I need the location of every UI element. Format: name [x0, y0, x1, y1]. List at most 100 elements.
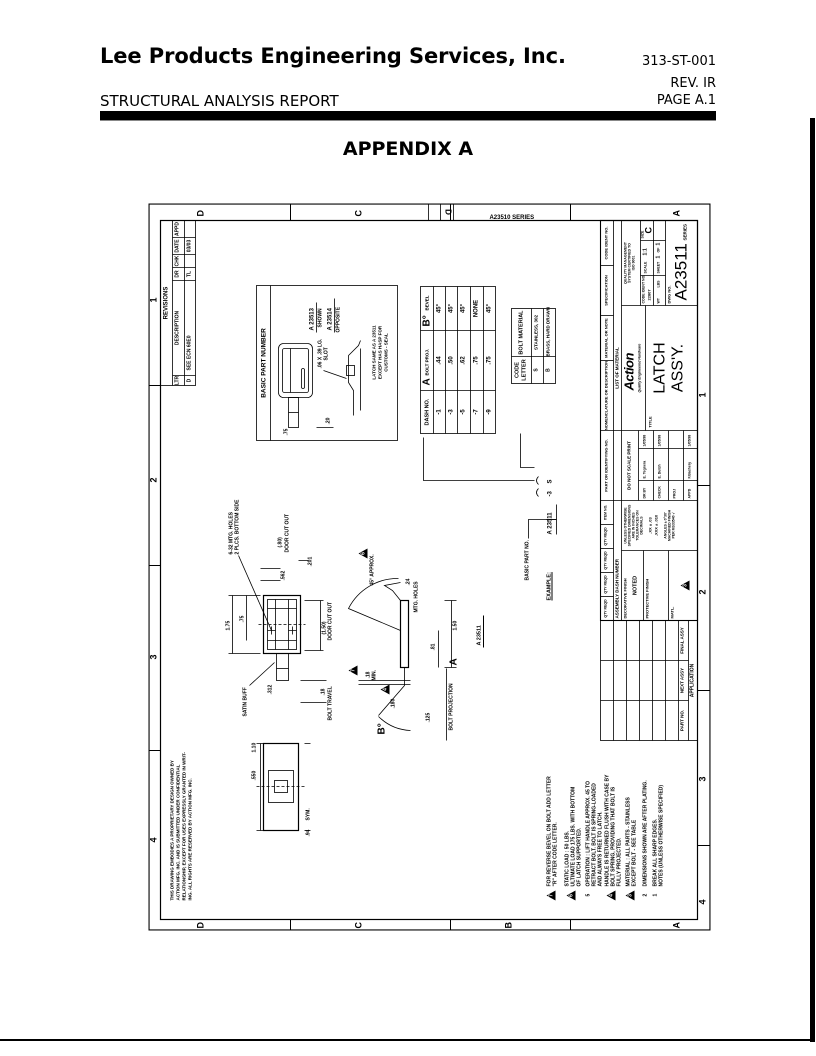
note-flag-icon: 7 — [546, 890, 555, 900]
scale-value: 1:1 — [642, 247, 648, 255]
weight-label: WT — [656, 297, 660, 303]
basic-note-2: EXCEPT HAS HASP FOR — [377, 325, 382, 379]
basic-note-1: LATCH SAME AS A 23511 — [371, 324, 376, 380]
dash-cell: -9 — [486, 408, 492, 415]
rev-col-dr: DR — [174, 269, 180, 278]
code-cell: B — [545, 367, 551, 372]
note-1-marker: 1 — [652, 893, 658, 896]
bevel-cell: 45° — [486, 303, 492, 313]
angle-label: 45° APPROX. — [369, 553, 375, 585]
note-5-marker: 5 — [585, 893, 591, 896]
dash-header: DASH NO. — [424, 398, 430, 425]
list-of-material-title: LIST OF MATERIAL — [614, 346, 619, 389]
note-2-marker: 2 — [642, 893, 648, 896]
note-1-line: BREAK ALL SHARP EDGES. — [652, 818, 658, 886]
zone-ticks — [148, 203, 710, 930]
basic-part-title: BASIC PART NUMBER — [260, 327, 267, 398]
note-5-line: AND ALWAYS FREE TO LATCH. — [597, 810, 603, 886]
revision-label: REV. IR — [670, 76, 716, 91]
material-cell: BRASS, HARD DRAWN — [545, 306, 550, 357]
series-strip-letter: D — [442, 208, 452, 215]
list-header: CODE IDENT NO. — [603, 226, 608, 259]
bolt-travel-label: BOLT TRAVEL — [327, 685, 333, 720]
part-a23514-note: OPPOSITE — [335, 306, 341, 332]
note-4-line: BOLT SPRING, PROVIDING THAT BOLT IS — [610, 786, 616, 886]
basic-part-no-label: BASIC PART NO. — [524, 539, 530, 580]
part-a23514: A 23514 — [327, 307, 333, 330]
dash-table-lines — [419, 285, 496, 434]
note-3-line: MATERIAL : ALL PARTS - STAINLESS — [625, 796, 631, 886]
dim-125: .125 — [425, 712, 431, 722]
matl-flag-icon: 3 — [680, 580, 689, 590]
zone-number-4-top: 4 — [148, 836, 158, 842]
sheet-number: 1 — [655, 255, 661, 258]
side-view-label: A 23511 — [476, 624, 482, 645]
part-a23513: A 23513 — [309, 307, 315, 330]
min-label: MIN. — [371, 669, 377, 680]
dim-24: .24 — [405, 578, 411, 585]
slot-label: SLOT — [323, 346, 329, 360]
zone-letter-d-left: D — [195, 921, 205, 929]
a-header: A — [421, 377, 432, 385]
dim-550: .550 — [251, 770, 257, 780]
sheet-total: 1 — [655, 242, 661, 245]
sym-label: SYM. — [305, 807, 311, 820]
app-col-final-assy: FINAL ASSY — [679, 626, 684, 654]
zone-number-1-bottom: 1 — [697, 391, 707, 397]
revisions-title: REVISIONS — [163, 286, 169, 319]
app-col-next-assy: NEXT ASSY — [679, 667, 684, 693]
mtg-holes-label-2: 2 PLCS. BOTTOM SIDE — [234, 499, 240, 554]
list-header: QTY REQD — [603, 574, 607, 594]
signoff-role: CHECK — [657, 485, 661, 498]
bolt-projection-label: BOLT PROJECTION — [448, 682, 454, 730]
signoff-role: DR BY — [642, 487, 646, 498]
code-header-1: CODE — [514, 361, 520, 378]
zone-letter-b-left: B — [503, 921, 513, 929]
bevel-cell: 45° — [448, 303, 454, 313]
tolerance-line: .XX ± .03 — [647, 516, 652, 534]
zone-letter-c-right: C — [353, 209, 363, 217]
zone-letter-d-right: D — [195, 209, 205, 217]
signoff-date: 1/05/98 — [687, 434, 691, 446]
zone-number-3-top: 3 — [148, 653, 158, 659]
bevel-cell: 45° — [460, 303, 466, 313]
list-header: QTY REQD — [603, 526, 607, 546]
company-name: Lee Products Engineering Services, Inc. — [100, 44, 566, 68]
dim-94: .94 — [305, 829, 311, 836]
b-header-sub: BEVEL — [424, 294, 429, 310]
dim-1-75: 1.75 — [225, 620, 231, 630]
example-part: A 23511 — [547, 511, 553, 534]
example-leaders — [422, 433, 557, 538]
note-flag-icon: 4 — [606, 890, 615, 900]
side-mtg-holes: MTG. HOLES — [413, 580, 419, 612]
scale-label: SCALE — [643, 261, 647, 273]
rev-dr: TL — [186, 270, 192, 277]
page-right-border — [810, 118, 815, 1042]
bevel-cell: 45° — [436, 303, 442, 313]
rev-date: 03/03 — [186, 239, 192, 252]
bolt-proj-cell: .75 — [473, 355, 479, 365]
appendix-title: APPENDIX A — [342, 138, 474, 160]
document-number: 313-ST-001 — [641, 54, 716, 69]
action-logo: Action — [621, 352, 636, 390]
logo-tagline: Quality Engineered Hardware — [637, 343, 641, 392]
dim-1-10: 1.10 — [251, 742, 257, 752]
rev-description: SEE ECN 60E0 — [186, 334, 192, 370]
code-ident-label: CODE IDENT NO. — [641, 274, 645, 303]
door-cutout-label: DOOR CUT OUT — [284, 513, 290, 552]
dim-180: .180 — [390, 698, 396, 708]
rev-col-date: DATE — [174, 238, 180, 253]
weight-unit: LBS — [656, 280, 660, 287]
outer-border — [148, 203, 710, 930]
note-5-line: RETRACT BOLT. BOLT IS SPRING-LOADED — [591, 782, 597, 886]
rev-col-chk: CHK — [174, 255, 180, 266]
note-6-line: OF LATCH SUPPORTED. — [576, 827, 582, 886]
dwg-number: A23511 — [671, 242, 690, 300]
note-6-line: STATIC LOAD : 50 LBS. — [564, 830, 570, 886]
dash-cell: -1 — [436, 408, 442, 415]
rev-col-ltr: LTR — [174, 375, 180, 385]
dim-562: .562 — [280, 570, 286, 580]
zone-number-3-bottom: 3 — [697, 775, 707, 781]
list-header: NOMENCLATURE OR DESCRIPTION — [603, 360, 608, 430]
note-flag-icon: 3 — [625, 890, 634, 900]
